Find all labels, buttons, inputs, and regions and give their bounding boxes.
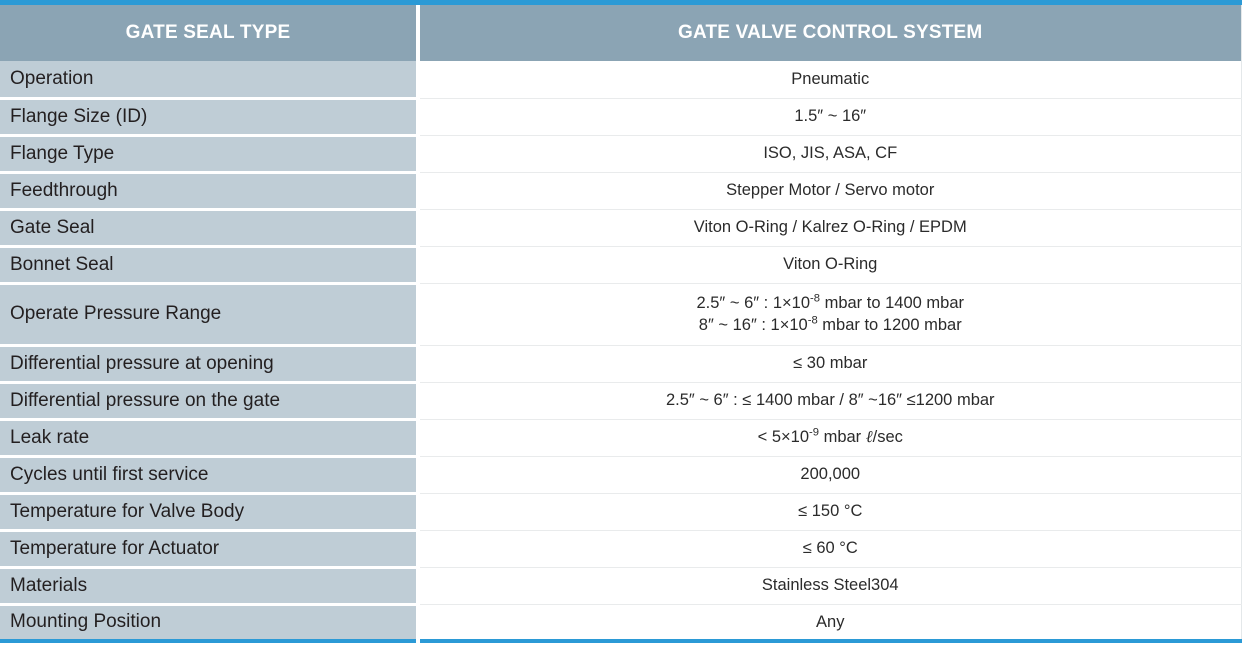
row-label: Differential pressure at opening <box>0 345 420 384</box>
table-header: GATE SEAL TYPE GATE VALVE CONTROL SYSTEM <box>0 2 1241 61</box>
row-label: Feedthrough <box>0 172 420 211</box>
row-label: Cycles until first service <box>0 456 420 495</box>
column-header-gate-valve-control-system: GATE VALVE CONTROL SYSTEM <box>418 2 1241 61</box>
row-label: Differential pressure on the gate <box>0 382 420 421</box>
row-value: < 5×10-9 mbar ℓ/sec <box>417 419 1241 457</box>
row-value: ≤ 150 °C <box>417 493 1241 531</box>
table-row: Flange Size (ID)1.5″ ~ 16″ <box>0 98 1241 137</box>
row-label: Bonnet Seal <box>0 246 420 285</box>
column-header-gate-seal-type: GATE SEAL TYPE <box>0 2 420 61</box>
row-value: 200,000 <box>417 456 1241 494</box>
row-value: Stainless Steel304 <box>417 567 1241 605</box>
row-label: Flange Type <box>0 135 420 174</box>
row-value: Any <box>417 604 1241 641</box>
row-value: Viton O-Ring / Kalrez O-Ring / EPDM <box>417 209 1241 247</box>
row-label: Operation <box>0 61 420 100</box>
row-value: Stepper Motor / Servo motor <box>417 172 1241 210</box>
table-row: Temperature for Valve Body≤ 150 °C <box>0 493 1241 532</box>
row-value: Viton O-Ring <box>417 246 1241 284</box>
row-value: ≤ 60 °C <box>417 530 1241 568</box>
row-value: 2.5″ ~ 6″ : ≤ 1400 mbar / 8″ ~16″ ≤1200 … <box>417 382 1241 420</box>
table-row: Differential pressure at opening≤ 30 mba… <box>0 345 1241 384</box>
row-value: Pneumatic <box>417 61 1241 99</box>
row-label: Temperature for Valve Body <box>0 493 420 532</box>
row-value: ISO, JIS, ASA, CF <box>417 135 1241 173</box>
row-label: Mounting Position <box>0 604 420 642</box>
row-label: Flange Size (ID) <box>0 98 420 137</box>
row-value: ≤ 30 mbar <box>417 345 1241 383</box>
table-row: Temperature for Actuator≤ 60 °C <box>0 530 1241 569</box>
row-label: Leak rate <box>0 419 420 458</box>
row-label: Gate Seal <box>0 209 420 248</box>
table-header-row: GATE SEAL TYPE GATE VALVE CONTROL SYSTEM <box>0 2 1241 61</box>
row-label: Operate Pressure Range <box>0 283 420 347</box>
row-label: Materials <box>0 567 420 606</box>
row-value: 1.5″ ~ 16″ <box>417 98 1241 136</box>
row-label: Temperature for Actuator <box>0 530 420 569</box>
table-row: Leak rate< 5×10-9 mbar ℓ/sec <box>0 419 1241 458</box>
